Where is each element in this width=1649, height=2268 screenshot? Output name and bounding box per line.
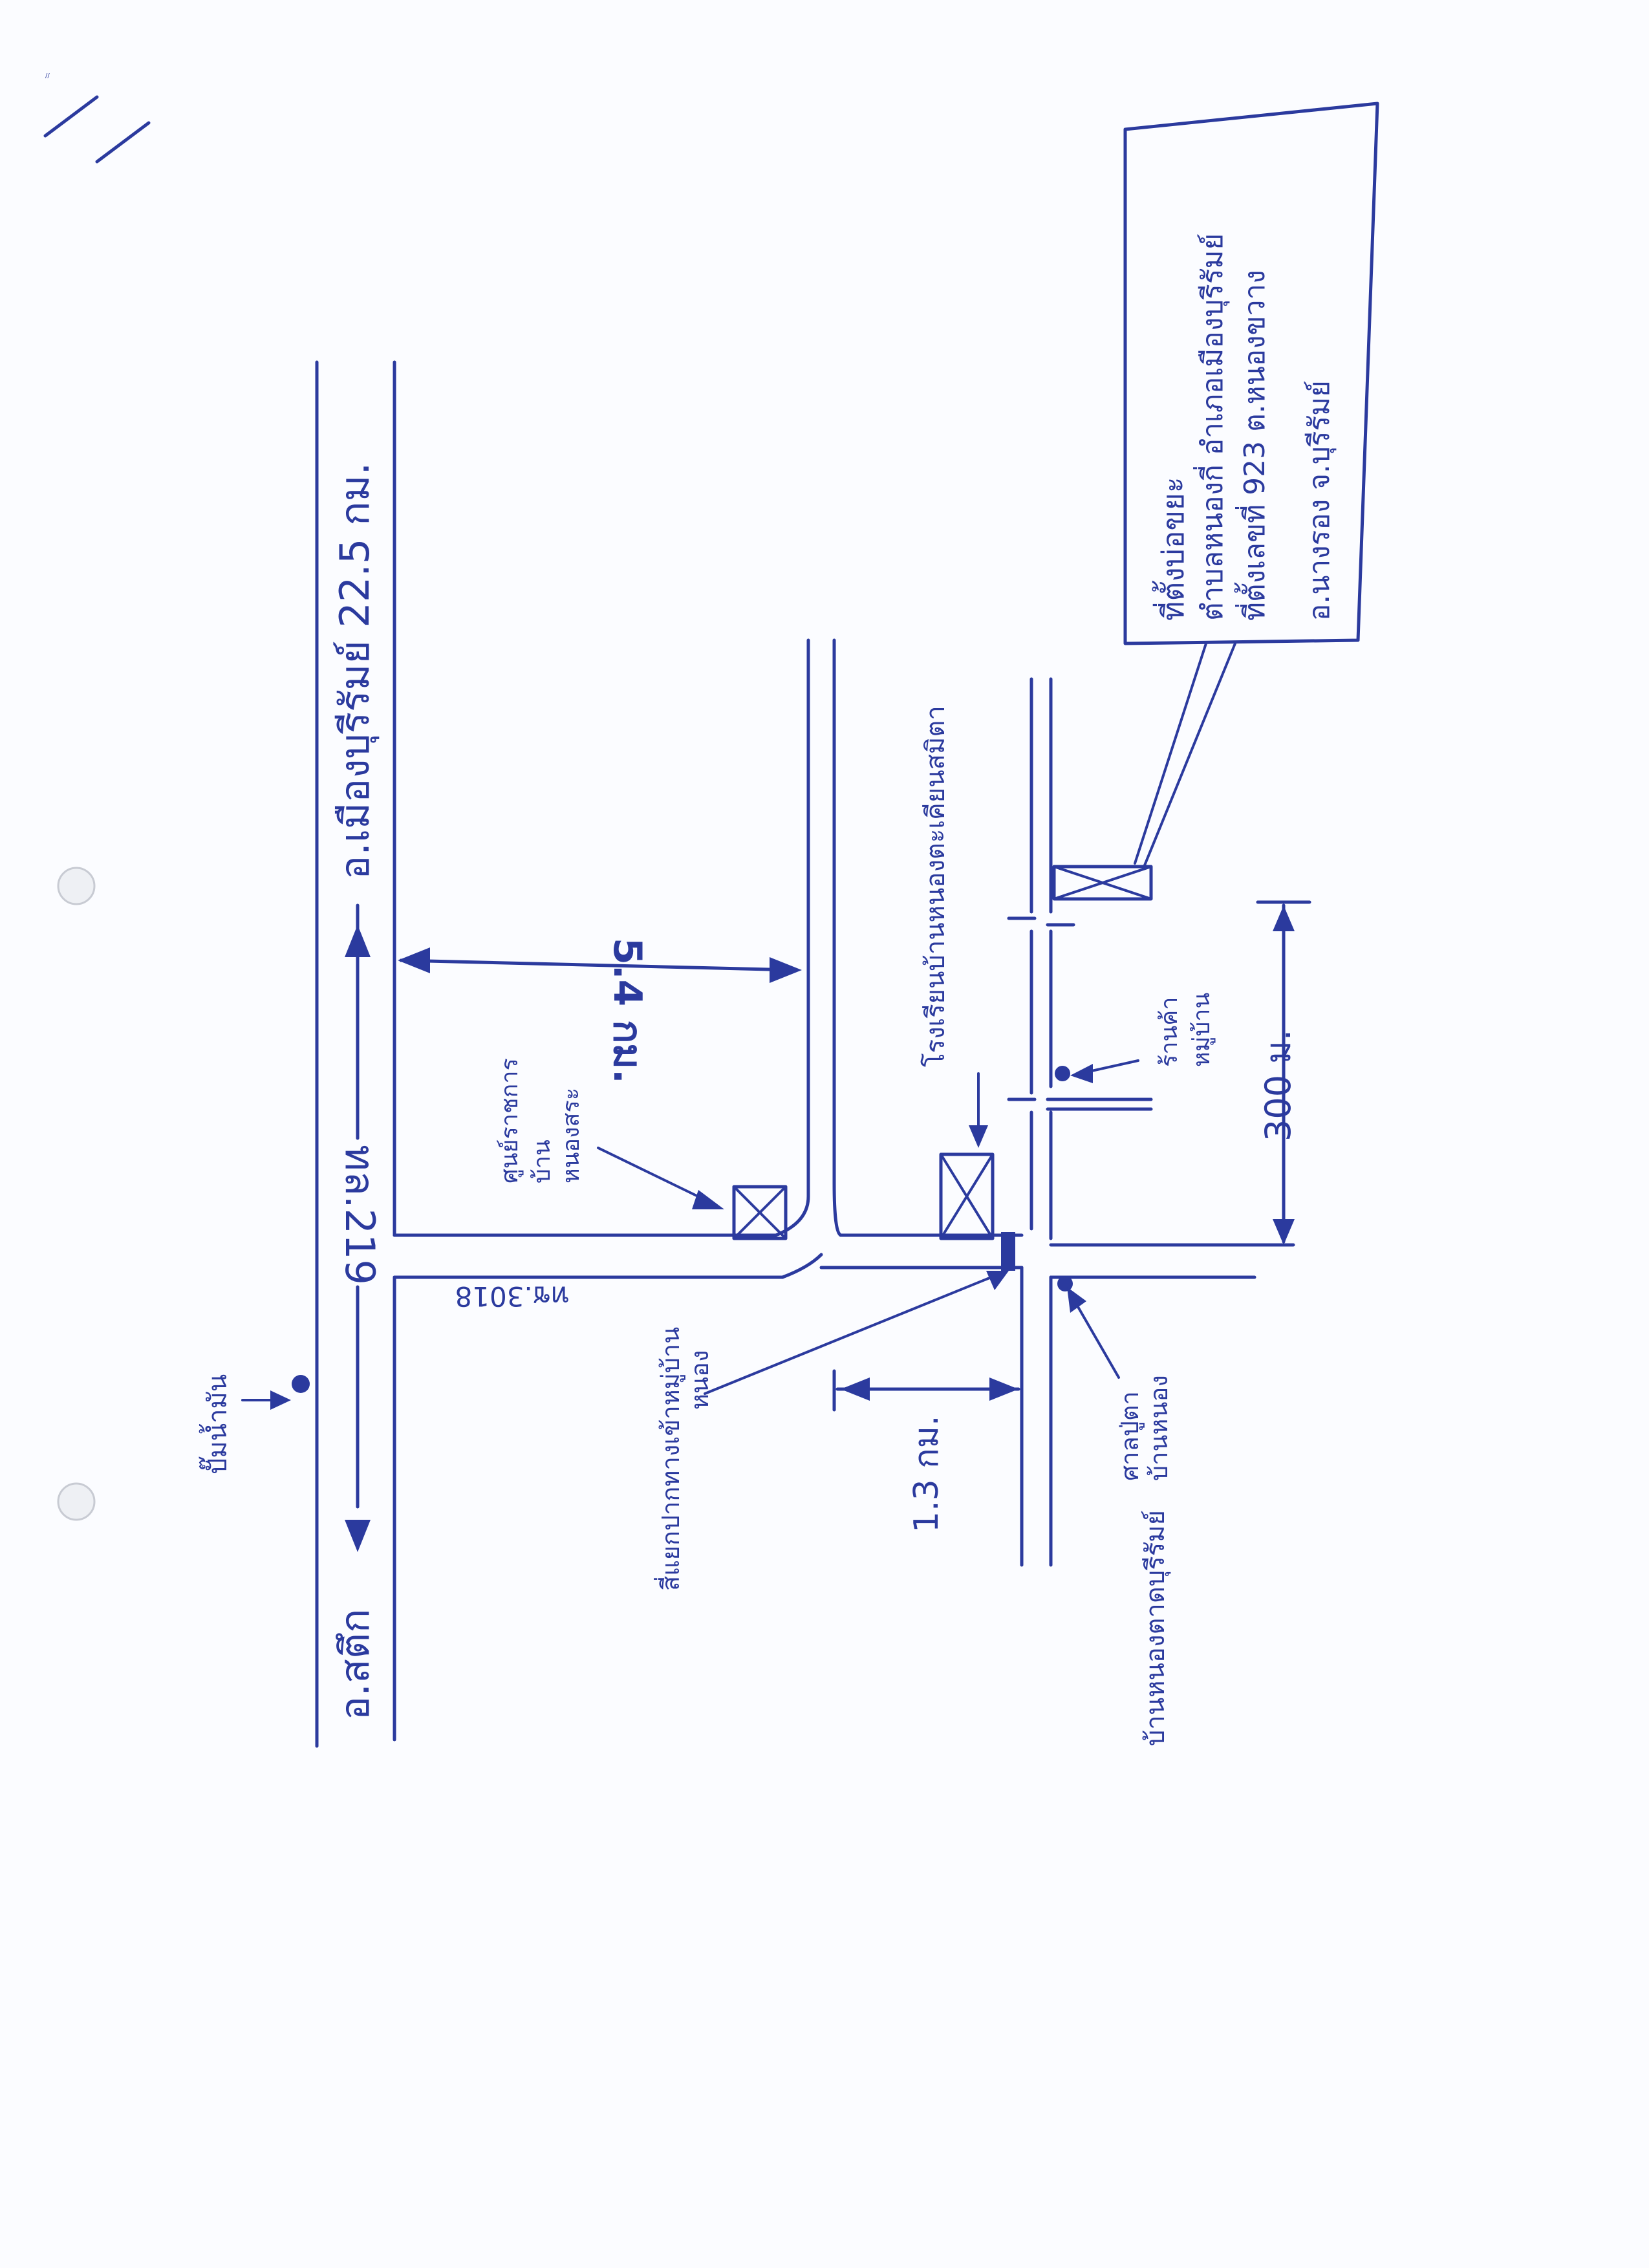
health-label-3: หนองสระ <box>558 1088 585 1183</box>
junction-label-2: หนอง <box>685 1350 714 1410</box>
margin-mark-text: // <box>45 72 50 80</box>
left-direction-label: อ.สตึก <box>331 1608 378 1720</box>
health-center-box <box>732 1185 788 1240</box>
school-label: โรงเรียนบ้านหนองตะเคียนสมิตา <box>921 706 951 1067</box>
junction-label-1: สี่แยกปากทางเข้าหมู่บ้าน <box>654 1327 685 1591</box>
gas-station-label: ปั๊มน้ำมัน <box>199 1374 233 1474</box>
health-label-1: ศูนย์ราชการ <box>497 1058 524 1183</box>
site-box <box>1052 865 1153 901</box>
callout-line-2: ตำบลหนองกี่ อำเภอเมืองบุรีรัมย์ <box>1192 233 1230 621</box>
callout-line-3: ที่ตั้งเลขที่ 923 ต.หนองขวาง <box>1234 270 1271 621</box>
arrow-down-icon <box>345 1520 371 1552</box>
health-label-2: บ้าน <box>529 1139 555 1183</box>
shrine-label-1: ศาลปู่ตา <box>1116 1391 1145 1481</box>
village-dot <box>292 1375 310 1393</box>
shrine-label-2: บ้านหนอง <box>1145 1375 1173 1481</box>
direction-arrows <box>345 903 371 1552</box>
dimension-branch <box>398 947 802 983</box>
distance-branch-label: 5.4 กม. <box>605 938 650 1084</box>
shop-label-2: หมู่บ้าน <box>1189 993 1216 1067</box>
highway-219 <box>315 360 396 1748</box>
side-road-label: ทช.3018 <box>455 1280 569 1312</box>
callout-line-1: ที่ตั้งบ่อขยะ <box>1152 477 1191 621</box>
margin-mark <box>43 95 151 164</box>
dimension-village <box>832 1369 1020 1412</box>
shrine-dot <box>1057 1276 1073 1291</box>
site-callout <box>1123 102 1379 867</box>
shop-dot <box>1055 1066 1070 1081</box>
arrow-up-icon <box>345 925 371 957</box>
highway-label: ทล.219 <box>336 1145 383 1285</box>
callout-line-4: อ.นางรอง จ.บุรีรัมย์ <box>1303 380 1337 621</box>
punch-holes <box>57 867 96 1521</box>
right-direction-label: อ.เมืองบุรีรัมย์ 22.5 กม. <box>331 462 379 880</box>
school-box <box>939 1152 995 1240</box>
dimension-site <box>1256 900 1311 1247</box>
shop-label-1: ร้านค้า <box>1156 997 1183 1067</box>
bottom-label: บ้านหนองตาดบุรีรัมย์ <box>1141 1510 1171 1746</box>
pointer-arrows <box>241 1059 1139 1410</box>
village-road <box>1001 677 1269 1567</box>
distance-village-label: 1.3 กม. <box>907 1415 946 1533</box>
distance-site-label: 300 ม. <box>1258 1030 1299 1141</box>
